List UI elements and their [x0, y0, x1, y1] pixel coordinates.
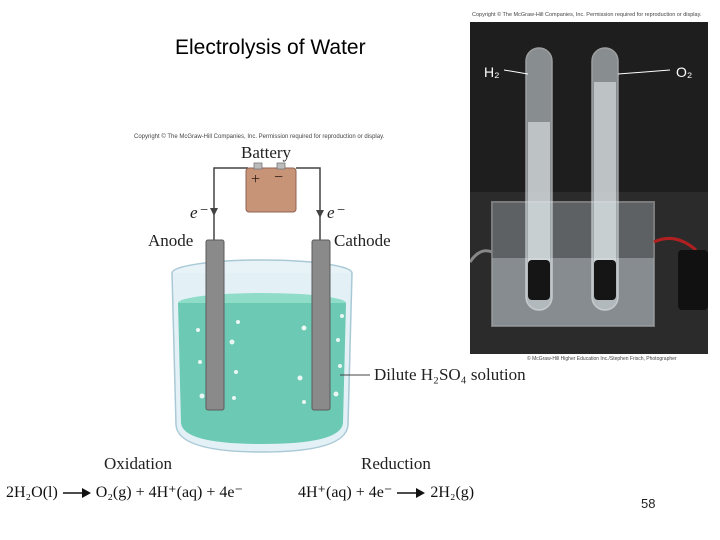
tank-water — [492, 258, 654, 326]
anode-label: Anode — [148, 231, 193, 251]
reduction-reactants: 4H⁺(aq) + 4e⁻ — [298, 484, 392, 501]
cathode-wire — [296, 168, 320, 240]
reduction-products: 2H₂(g) — [430, 484, 474, 501]
oxidation-label: Oxidation — [104, 454, 172, 474]
oxygen-tube-liquid — [594, 82, 616, 272]
photo-copyright: Copyright © The McGraw-Hill Companies, I… — [472, 12, 701, 18]
reaction-arrow-icon — [62, 487, 92, 499]
anode-electrode — [206, 240, 224, 410]
power-supply — [678, 250, 708, 310]
reduction-label: Reduction — [361, 454, 431, 474]
anode-wire — [214, 168, 248, 240]
cathode-electrode — [312, 240, 330, 410]
oxygen-stopper — [594, 260, 616, 300]
battery-plus-sign: + — [251, 171, 260, 189]
h2-label: H₂ — [484, 64, 500, 80]
reduction-equation: 4H⁺(aq) + 4e⁻ 2H₂(g) — [298, 482, 474, 502]
electrolysis-photo — [470, 22, 708, 374]
electron-arrow-left — [210, 208, 218, 216]
reaction-arrow-icon — [396, 487, 426, 499]
battery-terminal-plus — [254, 163, 262, 169]
page-number: 58 — [641, 496, 655, 511]
oxidation-reactants: 2H₂O(l) — [6, 484, 58, 501]
electron-label-right: e⁻ — [327, 203, 344, 223]
photo-credit: © McGraw-Hill Higher Education Inc./Step… — [527, 356, 677, 362]
electron-label-left: e⁻ — [190, 203, 207, 223]
battery-label: Battery — [241, 143, 291, 163]
battery-minus-sign: − — [274, 169, 283, 187]
oxidation-equation: 2H₂O(l) O₂(g) + 4H⁺(aq) + 4e⁻ — [6, 482, 243, 502]
oxidation-products: O₂(g) + 4H⁺(aq) + 4e⁻ — [96, 484, 243, 501]
cathode-label: Cathode — [334, 231, 391, 251]
electron-arrow-right — [316, 210, 324, 218]
hydrogen-stopper — [528, 260, 550, 300]
o2-label: O₂ — [676, 64, 692, 80]
hydrogen-tube-liquid — [528, 122, 550, 272]
